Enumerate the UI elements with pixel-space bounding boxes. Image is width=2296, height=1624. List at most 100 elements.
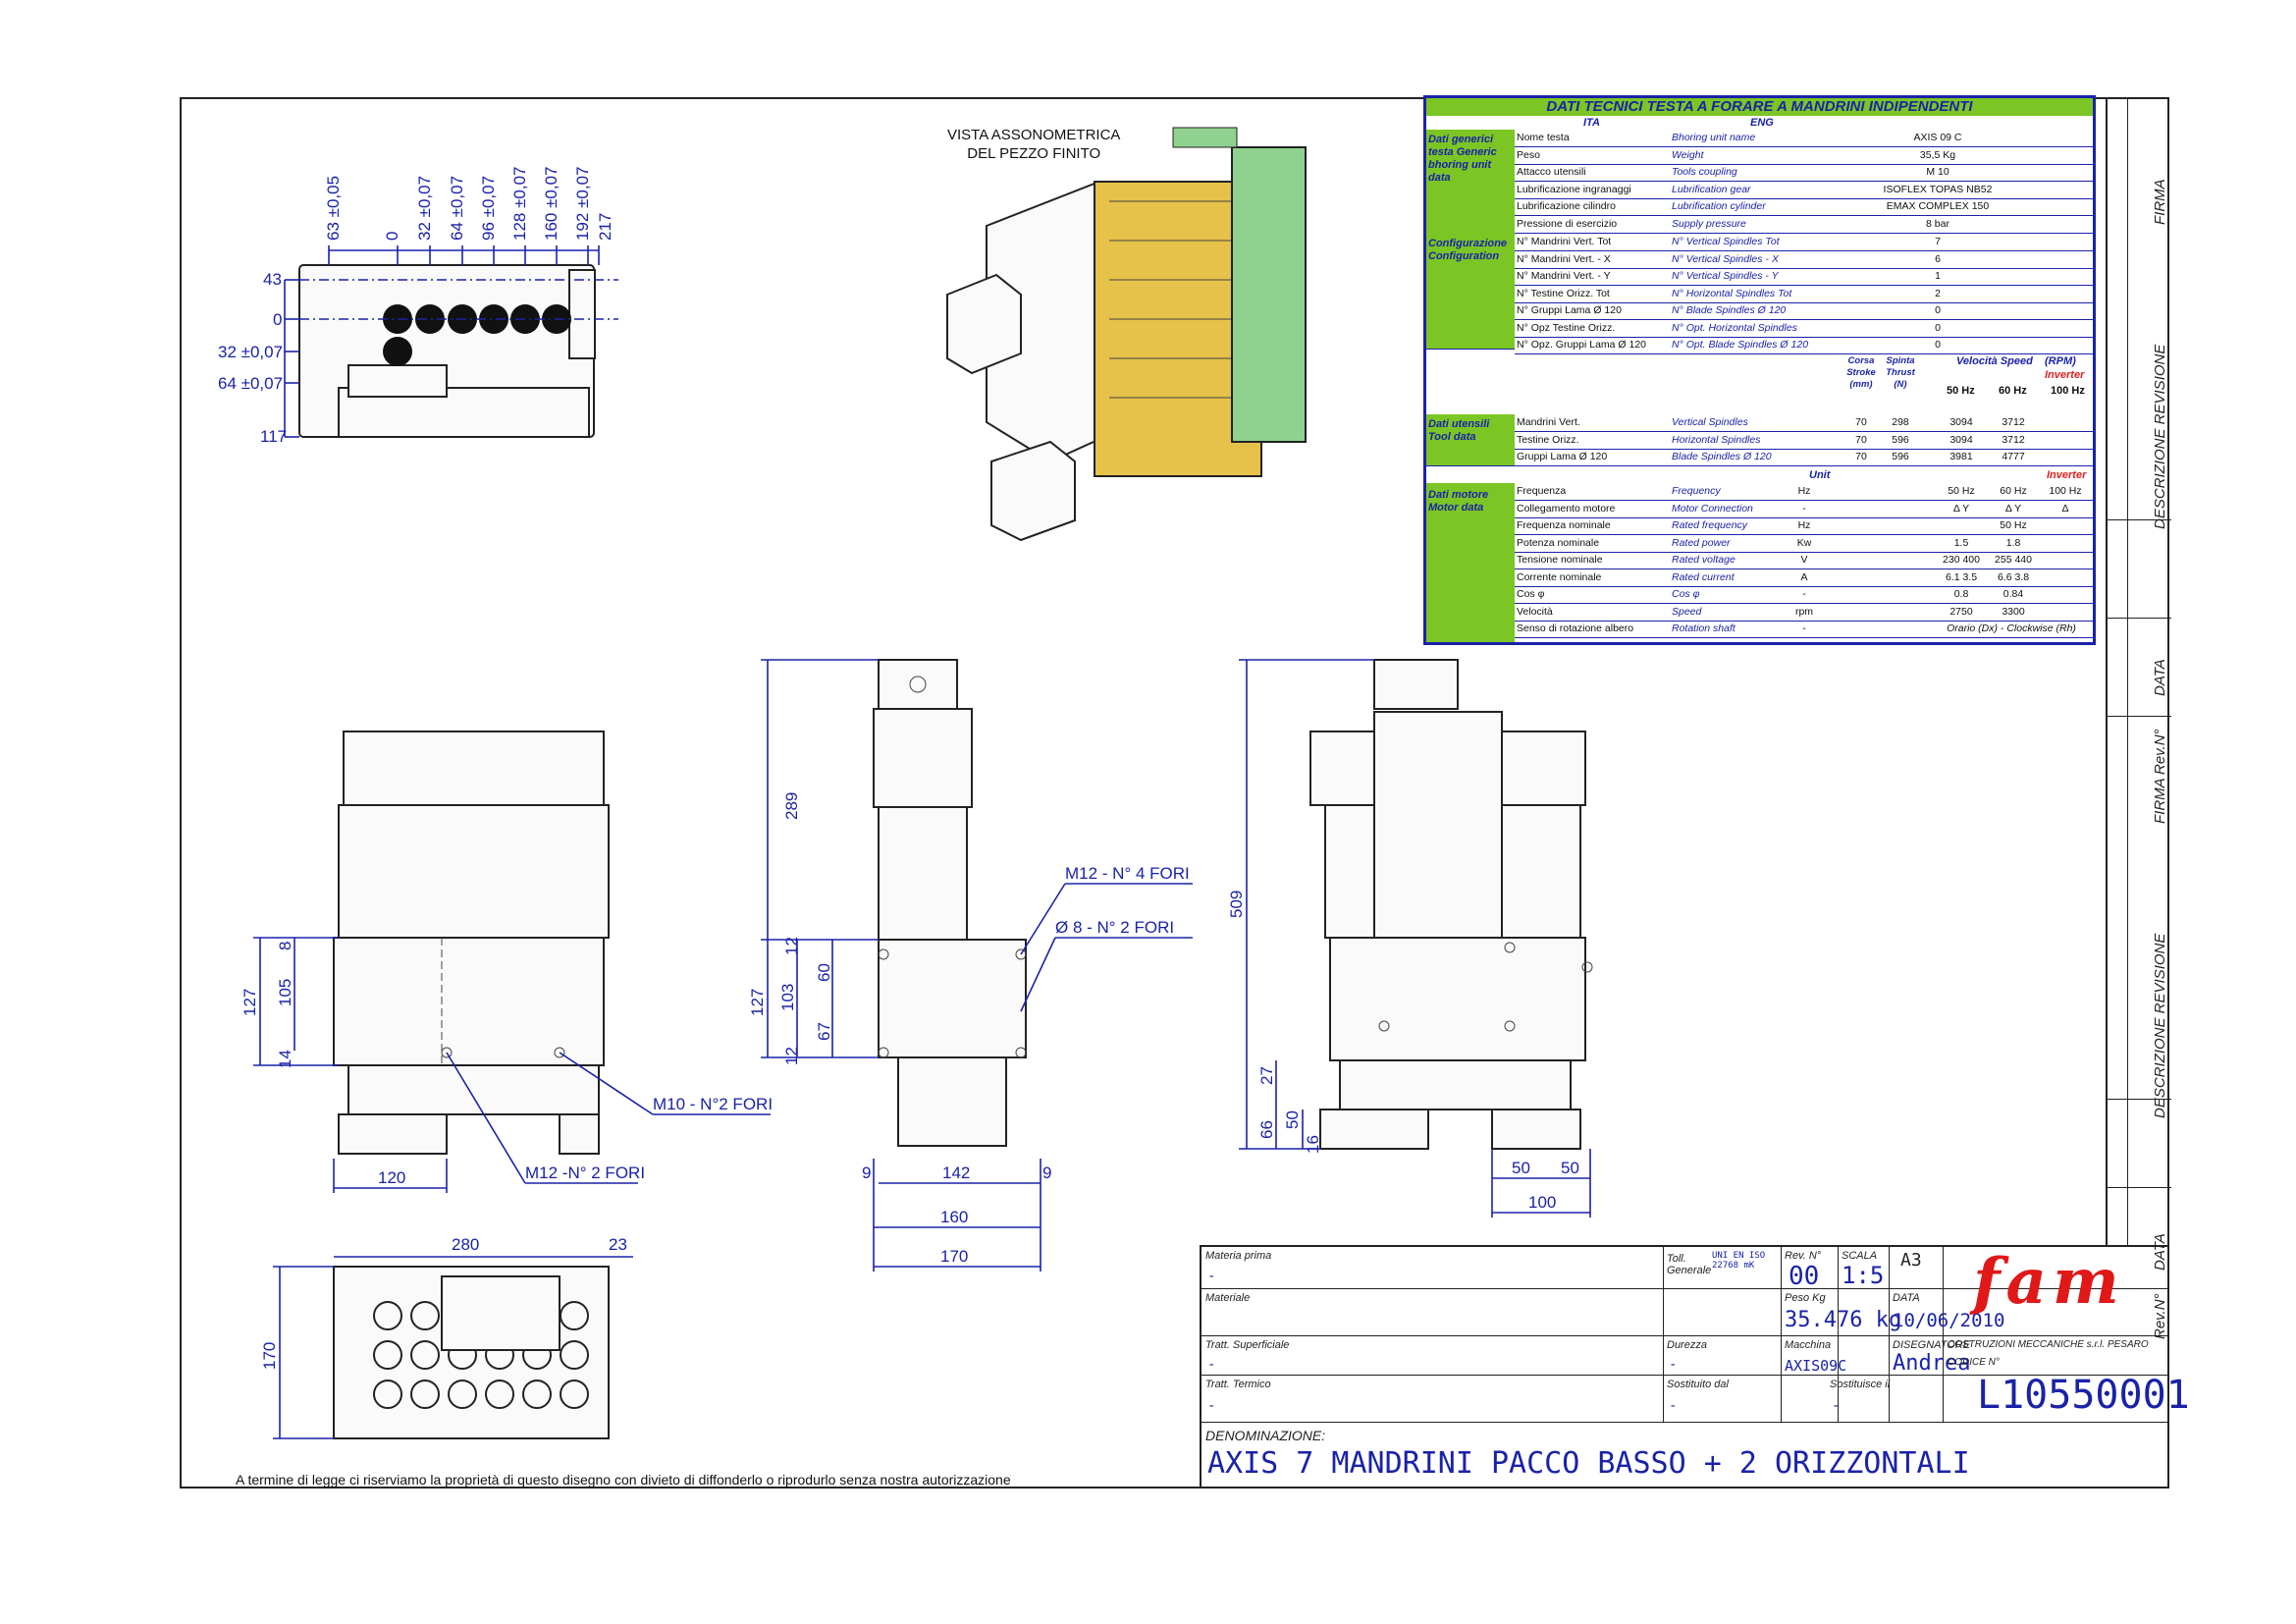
spec-row-ita: N° Testine Orizz. Tot xyxy=(1517,287,1610,299)
spec-row: N° Testine Orizz. Tot N° Horizontal Spind… xyxy=(1515,286,2096,303)
spec-row-speed-60: 3712 xyxy=(2002,433,2025,446)
tb-data-value: 10/06/2010 xyxy=(1893,1310,2005,1331)
dim-side-d8: Ø 8 - N° 2 FORI xyxy=(1055,918,1174,937)
spec-row-eng: Rated power xyxy=(1672,536,1731,549)
spec-row-50: 1.5 xyxy=(1953,536,1969,549)
tb-materia-label: Materia prima xyxy=(1205,1250,1272,1262)
dim-side-32: 32 ±0,07 xyxy=(218,343,283,361)
spec-row-eng: Bhoring unit name xyxy=(1672,132,1756,143)
spec-row-eng: Rotation shaft xyxy=(1672,623,1735,634)
tb-durezza-value: - xyxy=(1669,1357,1678,1373)
dim-side-289: 289 xyxy=(782,792,801,820)
spec-row-60: 6.6 3.8 xyxy=(1997,570,2030,583)
dim-plan-170: 170 xyxy=(260,1342,279,1370)
spec-row-60: 0.84 xyxy=(2002,588,2024,600)
dim-front-m10: M10 - N°2 FORI xyxy=(653,1095,773,1113)
spec-row-eng: N° Horizontal Spindles Tot xyxy=(1672,287,1792,299)
dim-top-128: 128 ±0,07 xyxy=(510,166,529,241)
spec-row-eng: Speed xyxy=(1672,605,1702,618)
spec-row-ita: N° Mandrini Vert. - X xyxy=(1517,252,1611,265)
spindle-mark xyxy=(383,337,412,366)
spec-row-100: 100 Hz xyxy=(2049,485,2082,497)
spec-row-ita: Lubrificazione ingranaggi xyxy=(1517,183,1631,195)
spec-row-eng: Blade Spindles Ø 120 xyxy=(1672,451,1772,462)
dim-side-160: 160 xyxy=(940,1208,968,1226)
spec-row-eng: N° Opt. Horizontal Spindles xyxy=(1672,321,1797,334)
spec-row-50: 230 400 xyxy=(1943,554,1980,566)
spec-row-eng: N° Vertical Spindles Tot xyxy=(1672,236,1780,247)
spec-row-ita: Potenza nominale xyxy=(1517,536,1600,549)
spec-row-eng: Rated voltage xyxy=(1672,554,1735,566)
group4-label: Dati motore Motor data xyxy=(1428,489,1489,514)
dim-rear-509: 509 xyxy=(1227,891,1246,918)
motor-hdr-inverter: Inverter xyxy=(2047,469,2087,481)
dim-side-9a: 9 xyxy=(862,1164,871,1182)
spec-row: N° Gruppi Lama Ø 120 N° Blade Spindles Ø … xyxy=(1515,302,2096,320)
isometric-caption-line2: DEL PEZZO FINITO xyxy=(967,145,1101,162)
spec-row-60: 50 Hz xyxy=(2000,519,2027,531)
rear-view-dims xyxy=(1239,659,1591,1218)
spec-row-50: Δ Y xyxy=(1952,502,1970,514)
tb-sost-dal-value: - xyxy=(1669,1398,1678,1414)
spec-row-value: ISOFLEX TOPAS NB52 xyxy=(1883,183,1993,195)
spec-row-eng: Cos φ xyxy=(1672,588,1700,600)
spec-row-eng: N° Blade Spindles Ø 120 xyxy=(1672,304,1787,316)
dim-front-105: 105 xyxy=(276,979,294,1006)
tb-peso-value: 35.476 kg xyxy=(1785,1308,1902,1332)
spec-row-thrust: 596 xyxy=(1892,433,1909,446)
tool-hdr-60hz: 60 Hz xyxy=(1999,385,2027,397)
spec-row-ita: Attacco utensili xyxy=(1517,166,1586,178)
rev-descr-2: DESCRIZIONE REVISIONE xyxy=(2152,933,2168,1118)
spec-row-ita: Nome testa xyxy=(1517,132,1570,143)
copyright-note: A termine di legge ci riserviamo la prop… xyxy=(236,1472,1011,1488)
dim-side-103: 103 xyxy=(778,984,797,1011)
spec-row-100: Δ xyxy=(2061,502,2069,514)
rev-firma-1: FIRMA xyxy=(2152,179,2168,225)
tb-tratt-term-value: - xyxy=(1207,1398,1216,1414)
tb-toll-label: Toll. Generale xyxy=(1667,1253,1712,1276)
dim-plan-23: 23 xyxy=(609,1235,627,1254)
dim-top-217: 217 xyxy=(596,213,614,241)
dim-top-96: 96 ±0,07 xyxy=(479,176,498,241)
spec-row-speed-50: 3094 xyxy=(1949,416,1973,428)
dim-rear-27: 27 xyxy=(1257,1066,1276,1085)
rev-revn-1: Rev.N° xyxy=(2152,729,2168,775)
spec-row-unit: A xyxy=(1800,570,1808,583)
spec-row-value: 0 xyxy=(1935,304,1941,316)
rev-descr-1: DESCRIZIONE REVISIONE xyxy=(2152,344,2168,529)
spec-row-eng: Tools coupling xyxy=(1672,166,1737,178)
spec-row-unit: - xyxy=(1802,623,1806,634)
plan-spindle-mark xyxy=(522,1380,552,1409)
spec-row-eng: N° Vertical Spindles - Y xyxy=(1672,270,1779,282)
spec-row-rotation: Orario (Dx) - Clockwise (Rh) xyxy=(1947,623,2076,634)
spec-row-speed-50: 3981 xyxy=(1949,451,1973,462)
spec-row-value: 0 xyxy=(1935,321,1941,334)
dim-side-127: 127 xyxy=(748,989,767,1016)
plan-view-dims xyxy=(273,1256,633,1439)
spec-row-50: 6.1 3.5 xyxy=(1945,570,1978,583)
spindle-mark xyxy=(479,304,508,334)
plan-spindle-mark xyxy=(560,1340,589,1370)
spec-row-ita: Gruppi Lama Ø 120 xyxy=(1517,451,1608,462)
dim-side-m12: M12 - N° 4 FORI xyxy=(1065,864,1190,883)
dim-top-63: 63 ±0,05 xyxy=(324,176,343,241)
spec-row-value: 0 xyxy=(1935,339,1941,351)
spec-row-ita: N° Gruppi Lama Ø 120 xyxy=(1517,304,1622,316)
spec-row-ita: N° Opz. Gruppi Lama Ø 120 xyxy=(1517,339,1647,351)
tool-hdr-100hz: 100 Hz xyxy=(2051,385,2085,397)
dim-side-12a: 12 xyxy=(782,937,801,955)
spec-row: N° Opz Testine Orizz. N° Opt. Horizontal … xyxy=(1515,320,2096,338)
spec-row-ita: N° Opz Testine Orizz. xyxy=(1517,321,1616,334)
group4-bar xyxy=(1426,483,1515,643)
